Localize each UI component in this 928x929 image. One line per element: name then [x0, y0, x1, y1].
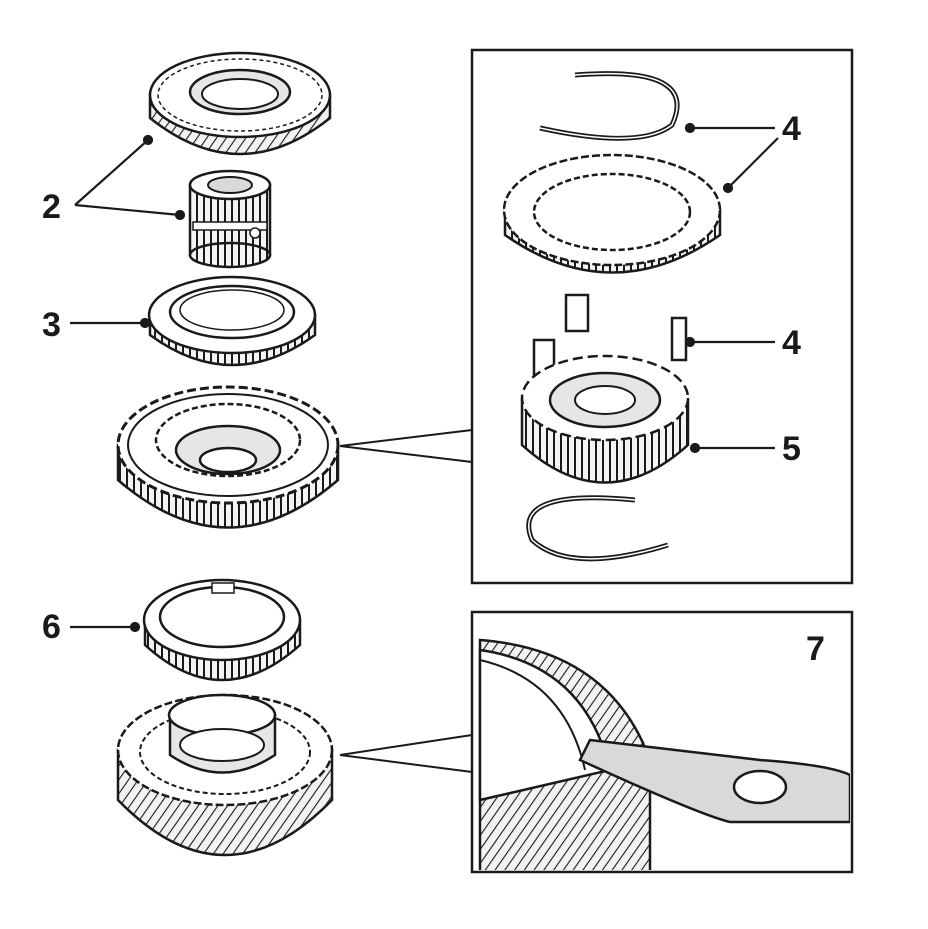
synchro-ring-3: [147, 275, 317, 367]
synchro-ring-6: [142, 578, 302, 682]
callout-4-top: 4: [782, 110, 801, 148]
detail-box-synchro-parts: [470, 48, 854, 585]
top-helical-gear: [148, 51, 332, 156]
callout-6: 6: [42, 608, 61, 646]
leader-lines-left: [70, 134, 186, 633]
callout-3: 3: [42, 306, 61, 344]
detail-box-clearance-check: [470, 610, 854, 874]
bottom-helical-gear: [116, 693, 334, 857]
callout-4-keys: 4: [782, 324, 801, 362]
synchro-hub-gear-assembly: [116, 385, 340, 529]
callout-2: 2: [42, 188, 61, 226]
gear-hub-sleeve: [188, 169, 272, 269]
detail-pointers: [339, 429, 473, 773]
callout-5: 5: [782, 430, 801, 468]
callout-7: 7: [806, 630, 825, 668]
